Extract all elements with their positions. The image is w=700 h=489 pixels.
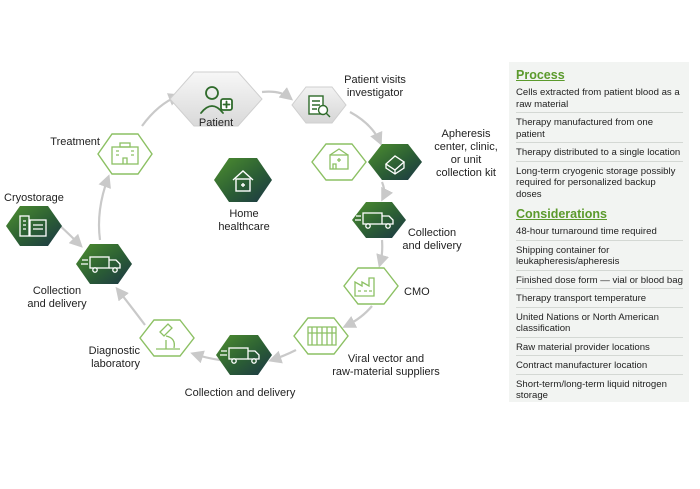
home-healthcare-line-2: healthcare (218, 221, 269, 233)
node-patient-label: Patient (199, 117, 233, 129)
microscope-icon (156, 323, 180, 350)
diagnostic-lab-line-1: Diagnostic (89, 345, 141, 357)
considerations-item: Shipping container for leukapheresis/aph… (516, 244, 683, 271)
info-panel: Process Cells extracted from patient blo… (509, 62, 689, 402)
collection-delivery-3-line-2: and delivery (27, 298, 87, 310)
clinic-icon (329, 148, 349, 170)
process-item: Long-term cryogenic storage possibly req… (516, 165, 676, 200)
process-list: Cells extracted from patient blood as a … (516, 86, 683, 202)
considerations-item: Raw material provider locations (516, 341, 683, 356)
node-cryostorage-label: Cryostorage (4, 192, 64, 204)
considerations-section: Considerations 48-hour turnaround time r… (516, 207, 683, 402)
patient-visits-line-2: investigator (347, 87, 404, 99)
node-cmo-label: CMO (404, 286, 430, 298)
arrow-visits-to-apheresis (349, 111, 383, 146)
node-collection-delivery-2-label: Collection and delivery (185, 387, 296, 399)
patient-icon (200, 86, 233, 114)
arrow-viral-to-collection2 (268, 349, 297, 364)
process-item: Cells extracted from patient blood as a … (516, 86, 683, 113)
arrow-patient-to-visits (261, 87, 294, 101)
arrow-collection2-to-diag (190, 350, 221, 364)
node-treatment: Treatment (50, 133, 153, 175)
hospital-icon (111, 142, 139, 165)
process-section: Process Cells extracted from patient blo… (516, 68, 683, 202)
apheresis-line-4: collection kit (436, 167, 496, 179)
patient-visits-line-1: Patient visits (344, 74, 406, 86)
supplier-icon (307, 326, 337, 346)
document-search-icon (308, 95, 331, 118)
considerations-item: Contract manufacturer location (516, 359, 683, 375)
arrow-diag-to-collection3 (115, 286, 146, 326)
node-cmo: CMO (343, 267, 430, 305)
truck-icon (355, 212, 394, 229)
considerations-item: Finished dose form — vial or blood bag (516, 274, 683, 289)
considerations-item: Therapy transport temperature (516, 292, 683, 308)
considerations-item: Short-term/long-term liquid nitrogen sto… (516, 378, 667, 402)
truck-icon (220, 347, 260, 364)
truck-icon (81, 256, 121, 273)
node-collection-delivery-2: Collection and delivery (185, 335, 296, 399)
diagnostic-lab-line-2: laboratory (91, 358, 140, 370)
considerations-heading: Considerations (516, 207, 607, 221)
node-treatment-label: Treatment (50, 136, 100, 148)
node-cryostorage: Cryostorage (4, 192, 64, 246)
viral-vector-line-1: Viral vector and (348, 353, 424, 365)
arrow-collection3-to-treatment (97, 174, 111, 241)
process-heading: Process (516, 68, 565, 82)
viral-vector-line-2: raw-material suppliers (332, 366, 440, 378)
collection-delivery-3-line-1: Collection (33, 285, 81, 297)
collection-delivery-1-line-1: Collection (408, 227, 456, 239)
home-icon (232, 170, 254, 192)
collection-delivery-1-line-2: and delivery (402, 240, 462, 252)
apheresis-line-2: center, clinic, (434, 141, 498, 153)
cryostorage-icon (19, 215, 47, 237)
factory-icon (354, 277, 375, 297)
process-item: Therapy manufactured from one patient (516, 116, 683, 143)
arrow-cmo-to-viral (342, 305, 373, 328)
process-item: Therapy distributed to a single location (516, 146, 683, 162)
collection-kit-icon (384, 155, 406, 175)
considerations-list: 48-hour turnaround time required Shippin… (516, 225, 683, 402)
node-patient: Patient (169, 71, 263, 129)
arrow-collection-to-cmo (376, 239, 389, 268)
apheresis-line-1: Apheresis (442, 128, 491, 140)
arrow-apheresis-to-collection (380, 181, 394, 202)
home-healthcare-line-1: Home (229, 208, 258, 220)
considerations-item: 48-hour turnaround time required (516, 225, 683, 241)
apheresis-line-3: or unit (451, 154, 482, 166)
considerations-item: United Nations or North American classif… (516, 311, 683, 338)
